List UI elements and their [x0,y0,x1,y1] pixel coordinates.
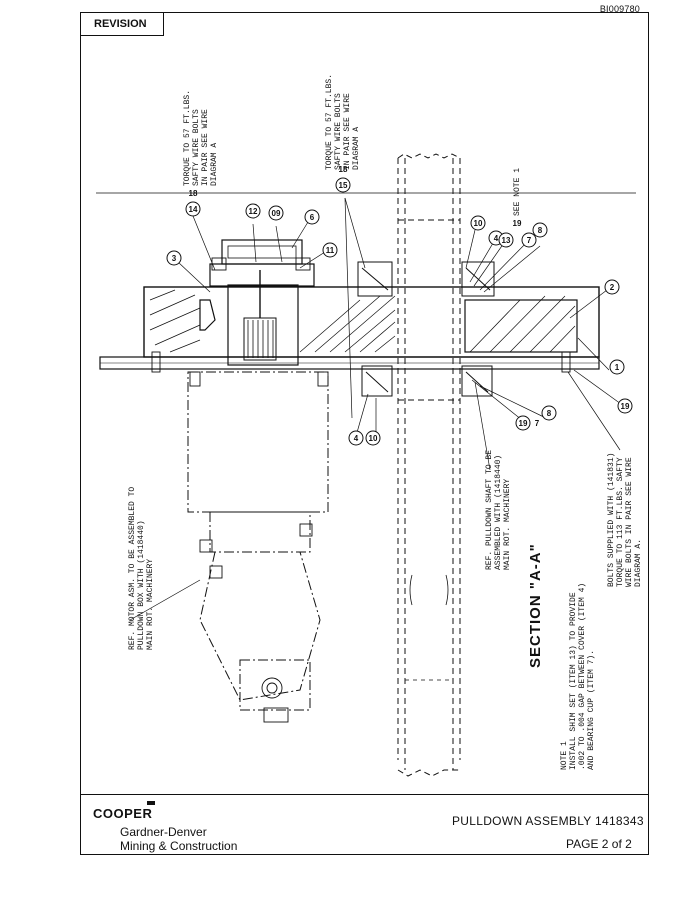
callout-8-bottom: 8 [547,409,552,418]
callout-10-top: 10 [474,219,483,228]
callout-11: 11 [326,246,335,255]
callout-2: 2 [610,283,615,292]
callout-7-top: 7 [527,236,532,245]
document-id: BI009780 [599,4,640,14]
callout-12: 12 [249,207,258,216]
torque-note-right: TORQUE TO 57 FT.LBS. SAFTY WIRE BOLTS IN… [325,73,361,170]
callout-15: 15 [339,181,348,190]
main-shaft [397,153,461,777]
leader-lines [129,197,622,621]
note-1: NOTE 1 INSTALL SHIM SET (ITEM 13) TO PRO… [560,582,596,770]
callout-8-top: 8 [538,226,543,235]
torque-note-left: TORQUE TO 57 FT.LBS. SAFTY WIRE BOLTS IN… [183,89,219,186]
callout-18-right: 18 [339,165,348,174]
revision-box: REVISION [80,12,164,36]
company-name-line2: Mining & Construction [120,839,238,853]
callout-14: 14 [189,205,198,214]
bearing-blocks [357,261,495,397]
shaft-reference-note: REF. PULLDOWN SHAFT TO BE ASSEMBLED WITH… [485,449,512,570]
callout-19-top: 19 [513,219,522,228]
callout-6: 6 [310,213,315,222]
callout-4-bottom: 4 [354,434,359,443]
callout-13: 13 [502,236,511,245]
top-cap [209,239,315,287]
pinion-gear [227,270,299,366]
brand-logo: COOPER [93,806,153,821]
page-number: PAGE 2 of 2 [566,837,632,851]
callout-09: 09 [272,209,281,218]
callout-10-bottom: 10 [369,434,378,443]
brand-accent-mark [147,801,155,805]
title-block [80,794,649,855]
callout-4-top: 4 [494,234,499,243]
motor-reference-note: REF. MOTOR ASM. TO BE ASSEMBLED TO PULLD… [128,486,155,650]
gearbox-housing [99,286,600,370]
drawing-title: PULLDOWN ASSEMBLY 1418343 [452,814,644,828]
motor-fittings [199,523,313,723]
callout-19-right: 19 [621,402,630,411]
see-note-label: SEE NOTE 1 [513,167,522,216]
callout-18-left: 18 [189,189,198,198]
company-name-line1: Gardner-Denver [120,825,207,839]
bolts-note: BOLTS SUPPLIED WITH (141831) TORQUE TO 1… [607,452,643,587]
callout-1: 1 [615,363,620,372]
callout-3: 3 [172,254,177,263]
callout-19-bottom: 19 [519,419,528,428]
callout-balloons [166,177,633,446]
hydraulic-motor [187,371,329,711]
drawing-frame [80,12,649,855]
section-title: SECTION "A-A" [527,543,544,668]
callout-7-bottom: 7 [535,419,540,428]
